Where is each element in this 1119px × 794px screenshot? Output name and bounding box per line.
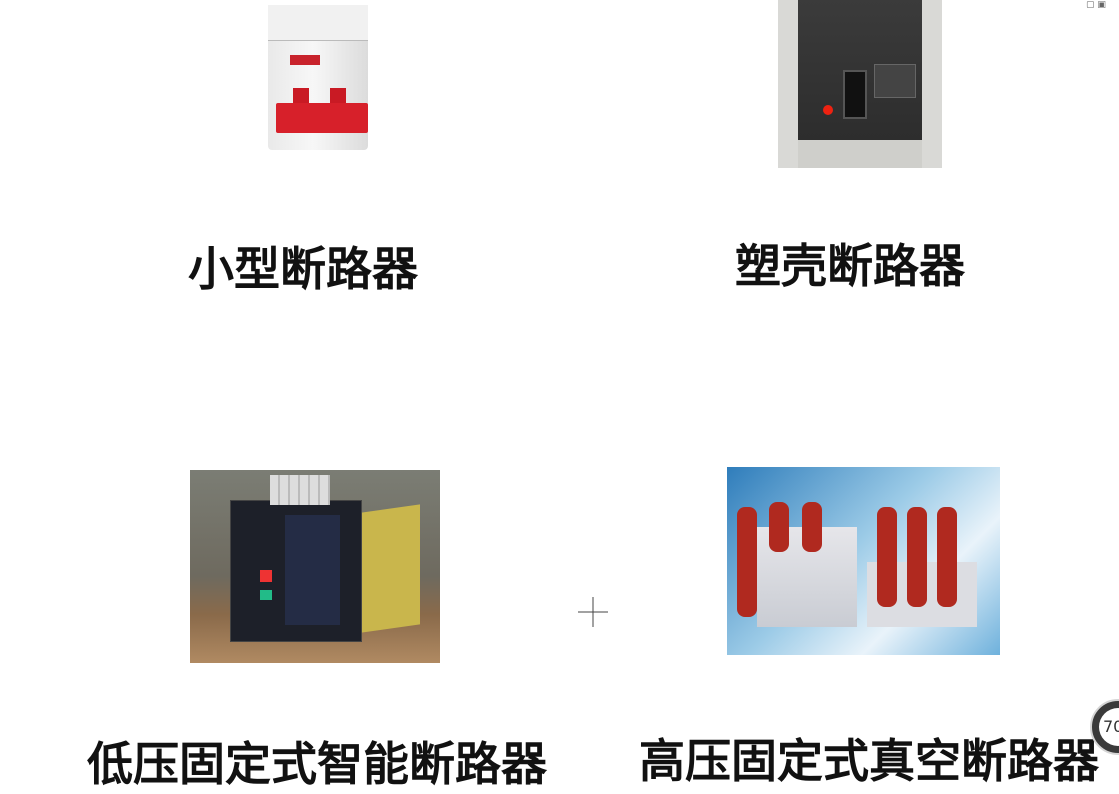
- high-voltage-vacuum-breaker-label: 高压固定式真空断路器: [639, 734, 1099, 788]
- crosshair-cursor-icon: [578, 597, 608, 627]
- corner-toolbar-icons[interactable]: ▢ ▣: [1086, 0, 1106, 10]
- zoom-level-value: 70: [1099, 708, 1119, 746]
- low-voltage-intelligent-breaker-label: 低压固定式智能断路器: [87, 737, 547, 791]
- low-voltage-intelligent-breaker-image: [190, 470, 440, 663]
- high-voltage-vacuum-breaker-image: [727, 467, 1000, 655]
- molded-case-breaker-label: 塑壳断路器: [735, 239, 965, 293]
- brand-logo: [290, 55, 320, 65]
- small-circuit-breaker-label: 小型断路器: [188, 242, 418, 296]
- small-circuit-breaker-image: [258, 0, 376, 155]
- molded-case-breaker-image: [778, 0, 942, 168]
